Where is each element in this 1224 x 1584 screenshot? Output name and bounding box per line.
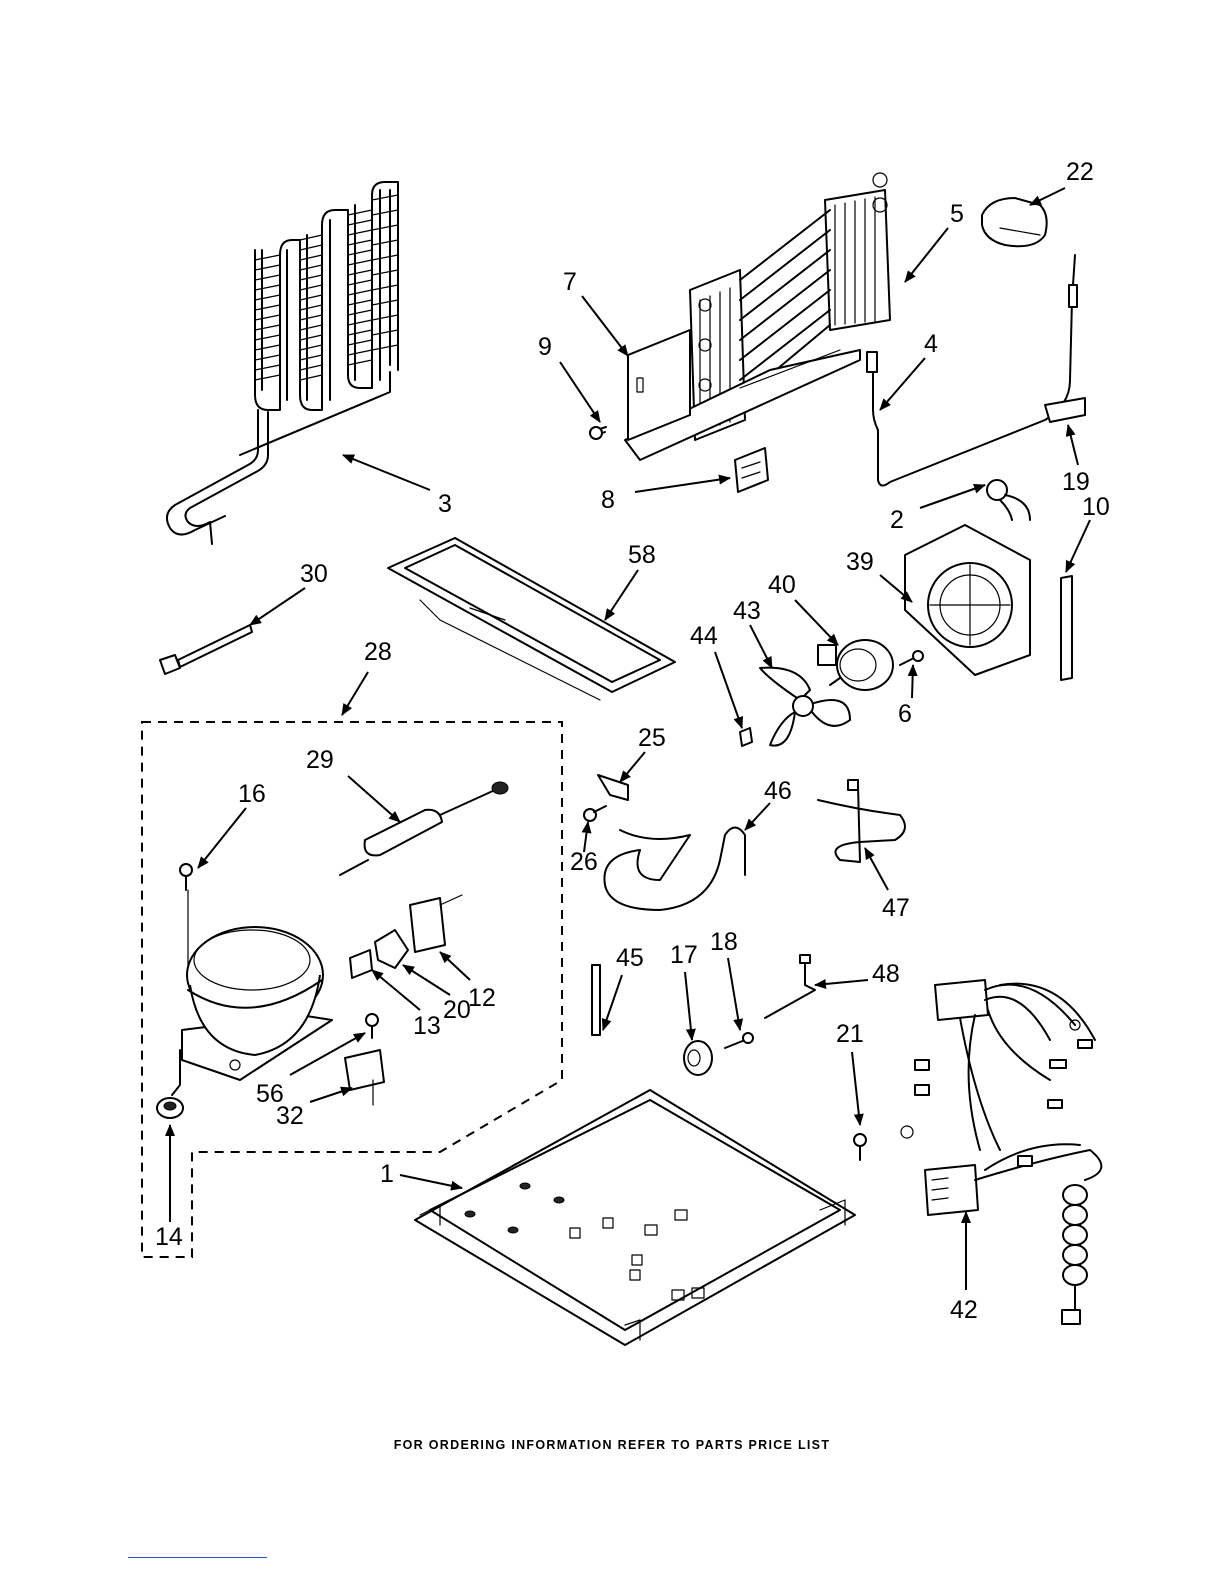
- part-label-5: 5: [950, 200, 964, 228]
- clip-19: [1045, 398, 1085, 422]
- part-label-16: 16: [238, 780, 266, 808]
- part-label-7: 7: [563, 268, 577, 296]
- relay-cover-12: [410, 895, 462, 952]
- part-label-12: 12: [468, 984, 496, 1012]
- gasket-10: [1061, 576, 1072, 680]
- fan-shroud: [905, 525, 1030, 675]
- part-label-14: 14: [155, 1223, 183, 1251]
- part-label-1: 1: [380, 1160, 394, 1188]
- drier-29: [340, 782, 508, 875]
- part-label-4: 4: [924, 330, 938, 358]
- screw-6: [900, 651, 923, 665]
- compressor: [172, 927, 332, 1095]
- part-label-45: 45: [616, 944, 644, 972]
- bottom-rule: [128, 1557, 267, 1558]
- capacitor-32: [345, 1050, 384, 1105]
- part-label-29: 29: [306, 746, 334, 774]
- heater-harness: [867, 255, 1077, 486]
- cable-tie: [160, 625, 252, 674]
- overload-13: [350, 950, 372, 978]
- part-label-40: 40: [768, 571, 796, 599]
- ordering-information-note: FOR ORDERING INFORMATION REFER TO PARTS …: [0, 1438, 1224, 1452]
- part-label-39: 39: [846, 548, 874, 576]
- part-label-20: 20: [443, 996, 471, 1024]
- part-label-9: 9: [538, 333, 552, 361]
- tube-46: [604, 828, 745, 911]
- bolt-16: [180, 864, 192, 965]
- condenser-coil: [167, 182, 398, 544]
- roller-17: [684, 1041, 712, 1075]
- cap-22: [982, 198, 1047, 246]
- part-label-56: 56: [256, 1080, 284, 1108]
- relay-20: [375, 930, 408, 968]
- part-label-47: 47: [882, 894, 910, 922]
- fan-motor: [818, 640, 893, 690]
- tube-45: [592, 965, 600, 1035]
- grommet-14: [157, 1098, 183, 1118]
- part-label-6: 6: [898, 700, 912, 728]
- part-label-18: 18: [710, 928, 738, 956]
- part-label-43: 43: [733, 597, 761, 625]
- part-label-13: 13: [413, 1012, 441, 1040]
- thermostat-2: [987, 480, 1030, 520]
- part-label-30: 30: [300, 560, 328, 588]
- part-label-44: 44: [690, 622, 718, 650]
- part-label-25: 25: [638, 724, 666, 752]
- part-label-3: 3: [438, 490, 452, 518]
- part-label-10: 10: [1082, 493, 1110, 521]
- axle-18: [725, 1033, 753, 1048]
- screw-56: [366, 1014, 378, 1038]
- part-label-42: 42: [950, 1296, 978, 1324]
- part-label-58: 58: [628, 541, 656, 569]
- part-label-17: 17: [670, 941, 698, 969]
- part-label-2: 2: [890, 506, 904, 534]
- part-label-8: 8: [601, 486, 615, 514]
- part-label-22: 22: [1066, 158, 1094, 186]
- screw-21: [854, 1134, 866, 1160]
- bracket-8: [735, 448, 768, 492]
- tube-48: [765, 955, 815, 1018]
- screw-26: [584, 806, 606, 821]
- part-label-28: 28: [364, 638, 392, 666]
- part-label-21: 21: [836, 1020, 864, 1048]
- part-label-46: 46: [764, 777, 792, 805]
- part-label-48: 48: [872, 960, 900, 988]
- fan-bracket-44: [740, 728, 752, 746]
- screw-9: [590, 427, 606, 439]
- wire-harness: [901, 980, 1101, 1324]
- part-label-19: 19: [1062, 468, 1090, 496]
- tube-47: [818, 780, 905, 862]
- part-label-26: 26: [570, 848, 598, 876]
